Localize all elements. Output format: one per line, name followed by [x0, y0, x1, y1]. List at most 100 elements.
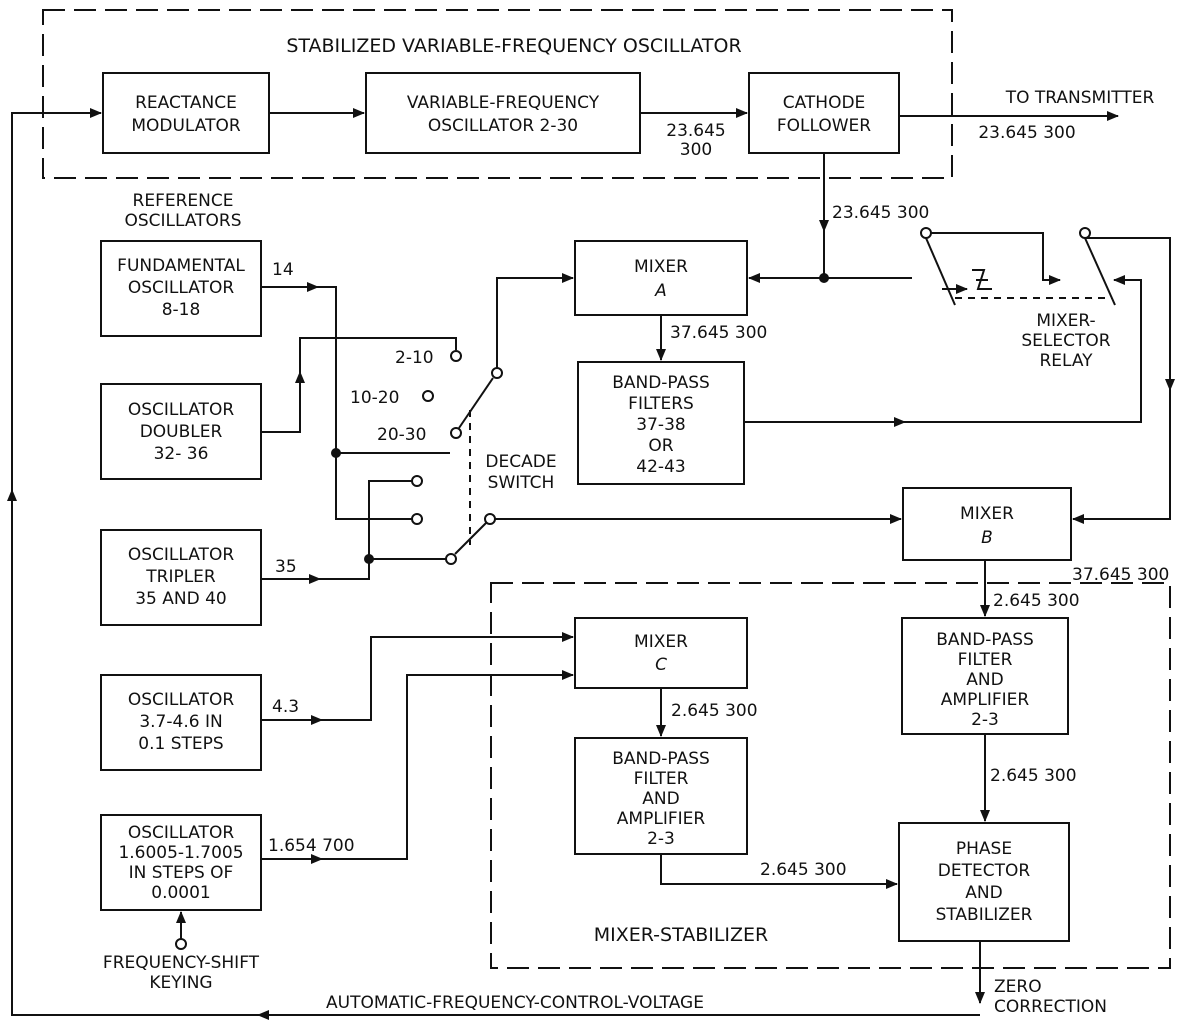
- svg-text:OSCILLATOR: OSCILLATOR: [128, 278, 234, 298]
- relay-label-1: MIXER-: [1036, 311, 1095, 331]
- svg-text:MIXER: MIXER: [634, 632, 688, 652]
- cathode-follower-block: CATHODE FOLLOWER: [748, 72, 900, 154]
- fundamental-oscillator-block: FUNDAMENTAL OSCILLATOR 8-18: [100, 240, 262, 337]
- band-pass-filter-c-block: BAND-PASS FILTER AND AMPLIFIER 2-3: [574, 737, 748, 855]
- mixer-a-output-frequency: 37.645 300: [670, 323, 767, 343]
- mixer-c-block: MIXER C: [574, 617, 748, 689]
- fsk-terminal: [175, 938, 187, 950]
- svg-text:OSCILLATOR: OSCILLATOR: [128, 545, 234, 565]
- svg-text:BAND-PASS: BAND-PASS: [936, 630, 1034, 650]
- svg-text:MODULATOR: MODULATOR: [131, 116, 241, 136]
- mixer-c-output-frequency: 2.645 300: [671, 701, 758, 721]
- svg-text:FOLLOWER: FOLLOWER: [777, 116, 871, 136]
- svg-text:BAND-PASS: BAND-PASS: [612, 749, 710, 769]
- svg-text:2-3: 2-3: [971, 710, 999, 730]
- fsk-label-2: KEYING: [149, 973, 212, 993]
- oscillator-step-block: OSCILLATOR 3.7-4.6 IN 0.1 STEPS: [100, 674, 262, 771]
- svg-text:0.1 STEPS: 0.1 STEPS: [138, 734, 223, 754]
- svg-text:TRIPLER: TRIPLER: [145, 567, 216, 587]
- bpf-b-output-frequency: 2.645 300: [990, 766, 1077, 786]
- switch-position-20-30: 20-30: [377, 425, 426, 445]
- bpf-c-output-frequency: 2.645 300: [760, 860, 847, 880]
- mixer-a-block: MIXER A: [574, 240, 748, 316]
- band-pass-filters-a-block: BAND-PASS FILTERS 37-38 OR 42-43: [577, 361, 745, 485]
- svg-text:DOUBLER: DOUBLER: [140, 422, 223, 442]
- fundamental-output-label: 14: [272, 260, 294, 280]
- oscillator-doubler-block: OSCILLATOR DOUBLER 32- 36: [100, 383, 262, 480]
- step-oscillator-output-label: 4.3: [272, 697, 299, 717]
- mixer-b-output-frequency: 2.645 300: [993, 591, 1080, 611]
- svg-text:42-43: 42-43: [636, 457, 685, 477]
- svg-text:2-3: 2-3: [647, 829, 675, 849]
- wire-step-osc-out: [261, 636, 573, 721]
- decade-switch-label-2: SWITCH: [488, 473, 555, 493]
- oscillator-fine-block: OSCILLATOR 1.6005-1.7005 IN STEPS OF 0.0…: [100, 814, 262, 911]
- zero-correction-label-1: ZERO: [994, 977, 1042, 997]
- svg-text:37-38: 37-38: [636, 415, 685, 435]
- svg-text:FILTER: FILTER: [958, 650, 1013, 670]
- wire-fine-osc-out: [261, 674, 573, 860]
- switch-position-2-10: 2-10: [395, 348, 434, 368]
- svg-text:VARIABLE-FREQUENCY: VARIABLE-FREQUENCY: [407, 93, 600, 113]
- mixer-stabilizer-group-outline: [490, 582, 1171, 969]
- reference-oscillators-title-2: OSCILLATORS: [124, 211, 241, 231]
- svg-text:FILTER: FILTER: [634, 769, 689, 789]
- svg-text:MIXER: MIXER: [960, 504, 1014, 524]
- svg-text:BAND-PASS: BAND-PASS: [612, 373, 710, 393]
- decade-switch-label-1: DECADE: [485, 452, 556, 472]
- svg-text:AND: AND: [642, 789, 679, 809]
- svg-text:35 AND 40: 35 AND 40: [135, 589, 227, 609]
- svg-text:A: A: [654, 281, 667, 301]
- svg-text:FILTERS: FILTERS: [628, 394, 694, 414]
- tripler-output-label: 35: [275, 557, 297, 577]
- junction-dot-mixer-a: [819, 273, 829, 283]
- decade-switch: [411, 273, 902, 565]
- to-transmitter-label: TO TRANSMITTER: [1005, 88, 1155, 108]
- afc-voltage-label: AUTOMATIC-FREQUENCY-CONTROL-VOLTAGE: [326, 993, 704, 1013]
- fine-oscillator-output-label: 1.654 700: [268, 836, 355, 856]
- svg-text:PHASE: PHASE: [956, 839, 1012, 859]
- svg-text:DETECTOR: DETECTOR: [938, 861, 1031, 881]
- svg-text:OSCILLATOR 2-30: OSCILLATOR 2-30: [428, 116, 578, 136]
- vfo-output-frequency-2: 300: [680, 140, 712, 160]
- vfo-group-outline: [42, 9, 953, 179]
- svg-text:AND: AND: [965, 883, 1002, 903]
- vfo-output-frequency-1: 23.645: [666, 121, 725, 141]
- relay-label-2: SELECTOR: [1021, 331, 1110, 351]
- svg-text:3.7-4.6 IN: 3.7-4.6 IN: [139, 712, 222, 732]
- svg-text:OSCILLATOR: OSCILLATOR: [128, 690, 234, 710]
- svg-text:CATHODE: CATHODE: [783, 93, 866, 113]
- wire-doubler-out: [261, 337, 457, 433]
- mixer-b-block: MIXER B: [902, 487, 1072, 561]
- svg-text:1.6005-1.7005: 1.6005-1.7005: [118, 843, 243, 863]
- svg-text:AMPLIFIER: AMPLIFIER: [617, 809, 706, 829]
- cathode-output-frequency: 23.645 300: [832, 203, 929, 223]
- svg-text:IN STEPS OF: IN STEPS OF: [129, 863, 234, 883]
- svg-text:OSCILLATOR: OSCILLATOR: [128, 400, 234, 420]
- svg-text:OSCILLATOR: OSCILLATOR: [128, 823, 234, 843]
- svg-text:MIXER: MIXER: [634, 257, 688, 277]
- svg-text:8-18: 8-18: [162, 300, 201, 320]
- fsk-label-1: FREQUENCY-SHIFT: [103, 953, 260, 973]
- svg-text:OR: OR: [648, 436, 673, 456]
- svg-text:AMPLIFIER: AMPLIFIER: [941, 690, 1030, 710]
- phase-detector-block: PHASE DETECTOR AND STABILIZER: [898, 822, 1070, 942]
- oscillator-tripler-block: OSCILLATOR TRIPLER 35 AND 40: [100, 529, 262, 626]
- svg-text:0.0001: 0.0001: [151, 883, 210, 903]
- svg-text:AND: AND: [966, 670, 1003, 690]
- svg-text:C: C: [655, 655, 667, 675]
- vfo-group-title: STABILIZED VARIABLE-FREQUENCY OSCILLATOR: [286, 35, 741, 57]
- mixer-selector-relay: [920, 227, 1175, 524]
- zero-correction-label-2: CORRECTION: [994, 997, 1107, 1017]
- transmitter-frequency-label: 23.645 300: [978, 123, 1075, 143]
- svg-text:B: B: [981, 528, 993, 548]
- svg-text:REACTANCE: REACTANCE: [135, 93, 237, 113]
- reactance-modulator-block: REACTANCE MODULATOR: [102, 72, 270, 154]
- band-pass-filter-b-block: BAND-PASS FILTER AND AMPLIFIER 2-3: [901, 617, 1069, 735]
- variable-frequency-oscillator-block: VARIABLE-FREQUENCY OSCILLATOR 2-30: [365, 72, 641, 154]
- mixer-stabilizer-title: MIXER-STABILIZER: [594, 924, 769, 946]
- reference-oscillators-title-1: REFERENCE: [133, 191, 234, 211]
- svg-text:32- 36: 32- 36: [154, 444, 209, 464]
- relay-label-3: RELAY: [1039, 351, 1093, 371]
